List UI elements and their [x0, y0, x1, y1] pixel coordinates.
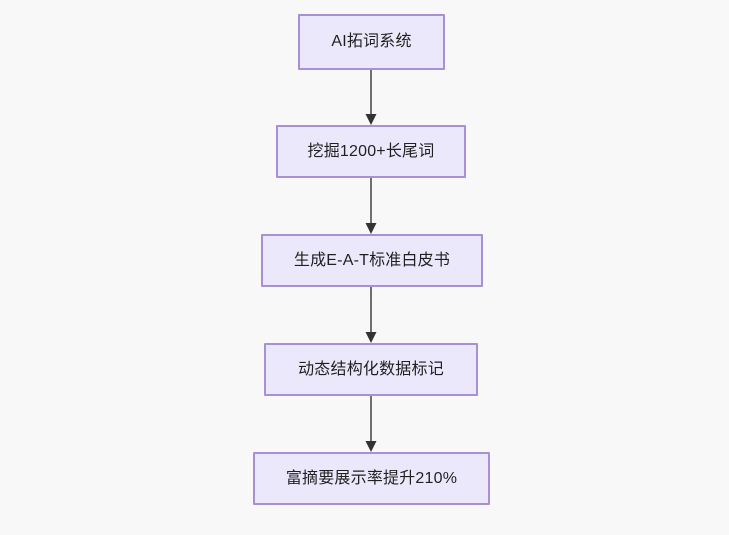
- flowchart-node-generate-eat-whitepaper[interactable]: 生成E-A-T标准白皮书: [261, 234, 483, 287]
- node-label: AI拓词系统: [331, 33, 412, 51]
- node-label: 动态结构化数据标记: [298, 360, 444, 378]
- edge-n2-n3: [365, 178, 377, 234]
- node-label: 富摘要展示率提升210%: [285, 469, 458, 487]
- node-label: 生成E-A-T标准白皮书: [293, 251, 451, 269]
- edge-n1-n2: [365, 70, 377, 125]
- flowchart-node-rich-snippet-impression-lift[interactable]: 富摘要展示率提升210%: [253, 452, 490, 505]
- flowchart-node-ai-keyword-system[interactable]: AI拓词系统: [298, 14, 445, 70]
- node-label: 挖掘1200+长尾词: [307, 142, 435, 160]
- flowchart-node-mine-longtail-keywords[interactable]: 挖掘1200+长尾词: [276, 125, 466, 178]
- edge-n3-n4: [365, 287, 377, 343]
- edge-n4-n5: [365, 396, 377, 452]
- flowchart-node-dynamic-structured-data-markup[interactable]: 动态结构化数据标记: [264, 343, 478, 396]
